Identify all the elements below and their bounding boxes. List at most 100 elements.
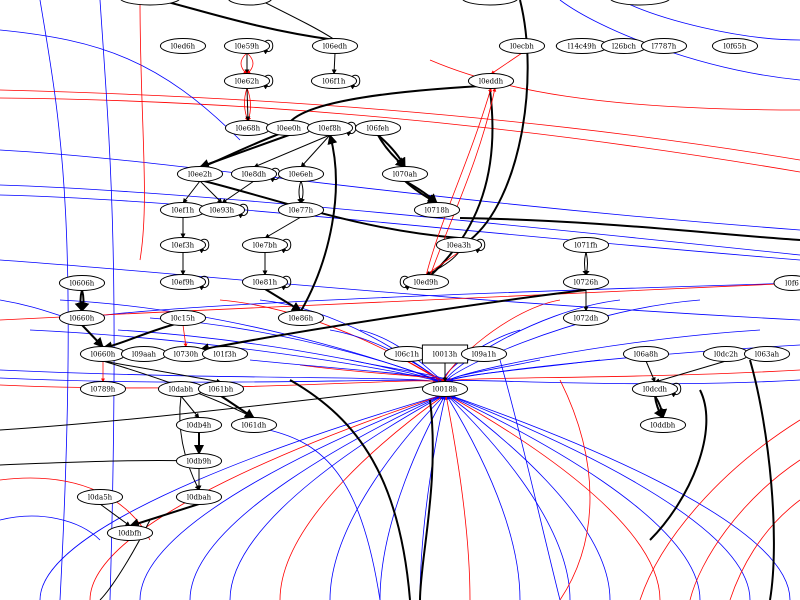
node-l061bh: l061bh xyxy=(197,381,245,397)
edge-to-l0018h xyxy=(449,395,701,600)
node-label: l0013h xyxy=(433,351,458,359)
node-label: l0ee0h xyxy=(277,125,301,133)
edge-l0ecbh-l0eddh xyxy=(490,52,523,75)
node-label: l0660h xyxy=(91,351,116,359)
edge-to-l0018h xyxy=(89,395,441,600)
edge-route xyxy=(99,0,115,600)
edge-l0e77h-l0e7bh xyxy=(264,216,302,239)
node-l0e7bh: l0e7bh xyxy=(241,237,289,253)
edge-route xyxy=(139,0,145,261)
node-l09a1h: l09a1h xyxy=(460,346,508,362)
node-label: l06c1h xyxy=(395,351,420,359)
node-label: l0ef1h xyxy=(172,207,195,215)
edge-to-l0018h xyxy=(329,395,445,600)
node-l7787h: l7787h xyxy=(640,38,688,54)
node-label: l0e93h xyxy=(210,207,235,215)
edge-route xyxy=(0,259,800,321)
edge-l06feh-l070ah xyxy=(377,134,406,168)
node-shape xyxy=(277,166,325,182)
edge-route xyxy=(199,179,460,239)
edge-to-l0018h xyxy=(139,395,441,600)
edge-route xyxy=(81,282,800,319)
node-label: l09a1h xyxy=(472,351,497,359)
node-l0db9h: l0db9h xyxy=(175,453,223,469)
node-shape xyxy=(175,489,223,505)
node-shape xyxy=(640,38,688,54)
node-l0e62h: l0e62h xyxy=(223,73,271,89)
edge-to-l0018h xyxy=(279,395,444,600)
node-label: l0e68h xyxy=(236,125,261,133)
node-l070ah: l070ah xyxy=(381,166,429,182)
node-l09aah: l09aah xyxy=(120,346,168,362)
edge-l0c15h-l0660h xyxy=(102,321,184,352)
edge-l0606h-l0660h xyxy=(79,289,90,312)
node-l0ed9h: l0ed9h xyxy=(402,274,450,290)
edge-l071fh-l0726h xyxy=(584,251,590,276)
edge-l0ee0h-l0ee2h xyxy=(199,134,290,169)
node-label: l061bh xyxy=(209,386,234,394)
edge-route xyxy=(0,515,101,541)
node-l0718h: l0718h xyxy=(413,202,461,218)
edge-route xyxy=(0,384,441,431)
edge-route xyxy=(0,459,196,466)
edge-l0ee2h-l0ef1h xyxy=(182,180,201,204)
node-l061dh: l061dh xyxy=(230,417,278,433)
node-label: l0dc2h xyxy=(714,351,739,359)
edge-route xyxy=(0,97,800,173)
edge-route xyxy=(0,282,800,321)
node-l071fh: l071fh xyxy=(562,237,610,253)
node-label: l0dcdh xyxy=(643,386,668,394)
node-label: l070ah xyxy=(393,171,418,179)
node-label: l0606h xyxy=(70,280,95,288)
clipped-node xyxy=(610,0,670,6)
clipped-node xyxy=(228,0,272,6)
node-shape xyxy=(58,275,106,291)
node-l06f1h: l06f1h xyxy=(310,73,358,89)
node-l0e86h: l0e86h xyxy=(277,310,325,326)
edge-l0ea3h-l0ed9h xyxy=(425,251,460,276)
edge-to-l0018h xyxy=(450,395,751,600)
node-label: l0e86h xyxy=(289,315,314,323)
edge-l0e59h-l0e62h xyxy=(240,52,248,75)
edge-to-l0018h xyxy=(448,395,611,600)
node-l0660h-b: l0660h xyxy=(79,346,127,362)
edge-to-l0018h xyxy=(189,395,442,600)
node-label: l06edh xyxy=(323,43,348,51)
node-label: l0e8dh xyxy=(242,171,267,179)
node-label: l0f65h xyxy=(724,43,747,51)
edge-l0da5h-l0dbfh xyxy=(99,503,131,527)
node-l26bch: l26bch xyxy=(600,38,648,54)
node-l0726h: l0726h xyxy=(562,274,610,290)
node-l0ea3h: l0ea3h xyxy=(435,237,483,253)
node-shape xyxy=(277,310,325,326)
edge-l0ef8h-l0e6eh xyxy=(300,134,331,168)
edge-l0dabh-l0db4h xyxy=(180,395,200,419)
node-label: l0eddh xyxy=(479,78,504,86)
edge-l070ah-l0718h xyxy=(404,180,438,204)
node-label: l0ecbh xyxy=(510,43,534,51)
node-shape xyxy=(498,38,546,54)
edge-route xyxy=(289,84,501,123)
edge-l06edh-l06f1h xyxy=(331,52,337,75)
edge-route xyxy=(0,194,800,261)
node-shape xyxy=(310,73,358,89)
edge-l0e86h-l0ef8h xyxy=(300,134,338,312)
edge-to-l0018h xyxy=(229,395,443,600)
edge-route xyxy=(259,427,381,600)
node-shape xyxy=(159,237,207,253)
node-label: l0718h xyxy=(425,207,450,215)
node-label: l0dabh xyxy=(169,386,194,394)
edge-route xyxy=(639,419,800,600)
node-l0f6-edge: l0f6 xyxy=(773,275,800,291)
edge-l0e6eh-l0e77h xyxy=(297,180,302,204)
node-shape xyxy=(175,417,223,433)
node-label: l071fh xyxy=(575,242,598,250)
edge-route xyxy=(419,399,434,600)
node-label: l0ea3h xyxy=(447,242,471,250)
edge-route xyxy=(649,389,708,541)
node-shape xyxy=(197,381,245,397)
edge-l0e6eh-l0e77h xyxy=(300,180,305,204)
node-shape xyxy=(241,237,289,253)
